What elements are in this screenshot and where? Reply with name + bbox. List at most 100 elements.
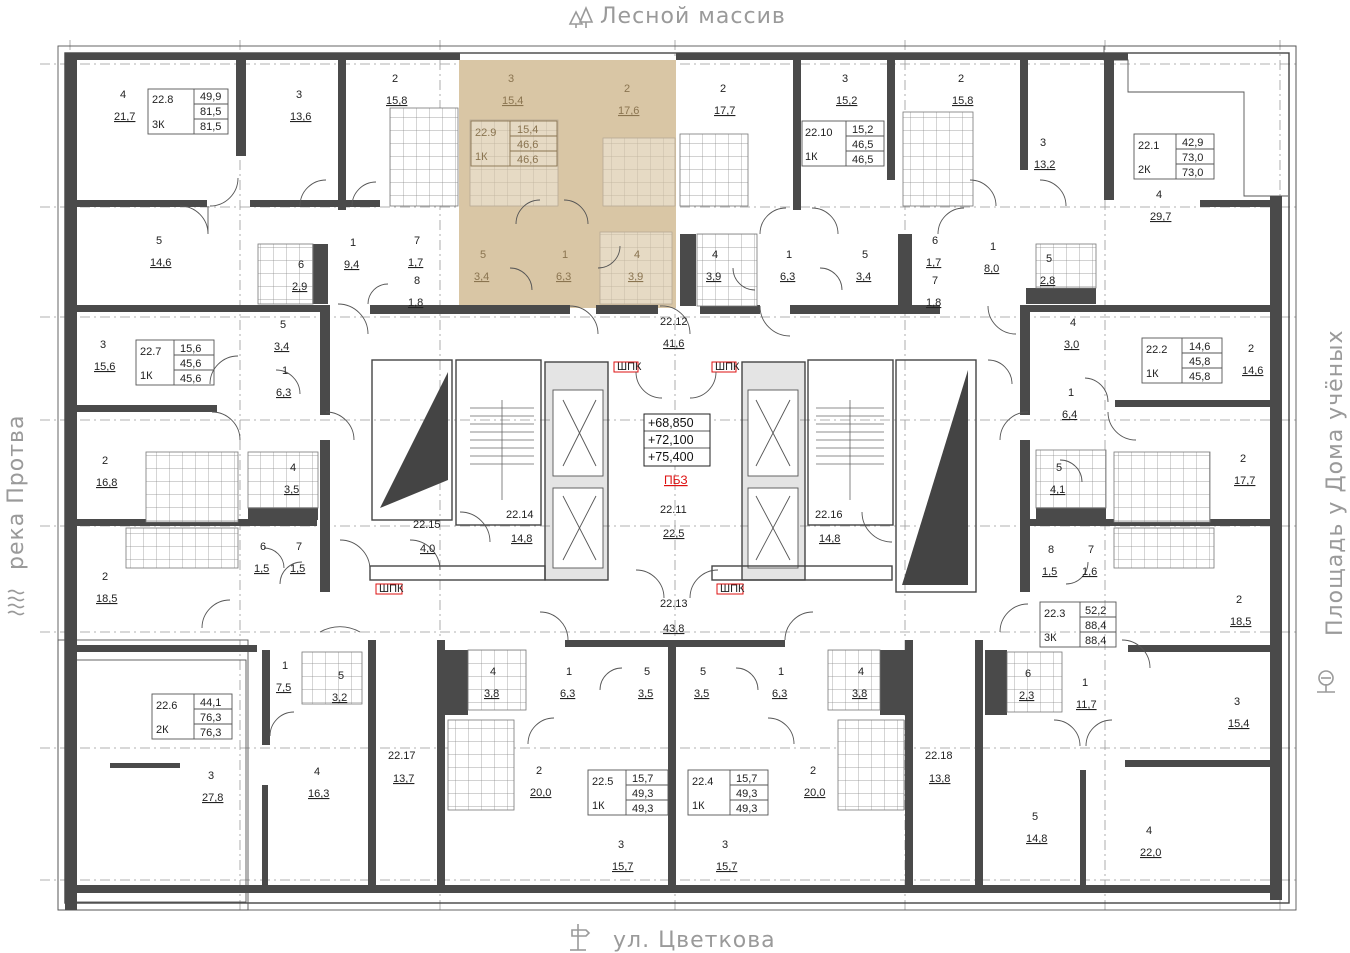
apt-living: 15,6 xyxy=(180,343,201,355)
corridor-north-area: 41,6 xyxy=(663,338,684,350)
apt-box-22-10[interactable]: 22.10 1К 15,2 46,5 46,5 xyxy=(801,120,885,167)
shk-label-4: ШПК xyxy=(720,583,745,595)
room-22-17-id: 22.17 xyxy=(388,750,416,762)
room-number: 4 xyxy=(290,462,296,474)
apt-id: 22.3 xyxy=(1044,608,1065,620)
north-label-text: Лесной массив xyxy=(600,4,786,29)
apt-id: 22.6 xyxy=(156,700,177,712)
room-area: 3,4 xyxy=(474,271,489,283)
shk-label-3: ШПК xyxy=(379,583,404,595)
room-number: 6 xyxy=(298,259,304,271)
apt-box-22-4[interactable]: 22.4 1К 15,7 49,3 49,3 xyxy=(687,769,769,816)
elevation-1: +68,850 xyxy=(648,416,694,430)
room-number: 5 xyxy=(644,666,650,678)
room-22-18-id: 22.18 xyxy=(925,750,953,762)
south-label: ул. Цветкова xyxy=(570,924,775,953)
room-number: 4 xyxy=(1070,317,1076,329)
apt-type: 2К xyxy=(1138,164,1151,176)
apt-total: 76,3 xyxy=(200,712,221,724)
apt-box-22-1[interactable]: 22.1 2К 42,9 73,0 73,0 xyxy=(1133,133,1215,180)
apt-type: 1К xyxy=(592,800,605,812)
apt-total: 88,4 xyxy=(1085,620,1106,632)
room-number: 2 xyxy=(1236,594,1242,606)
room-area: 16,3 xyxy=(308,788,329,800)
room-area: 13,6 xyxy=(290,111,311,123)
room-area: 1,8 xyxy=(926,297,941,309)
apt-type: 2К xyxy=(156,724,169,736)
room-area: 15,2 xyxy=(836,95,857,107)
room-number: 4 xyxy=(490,666,496,678)
apt-box-22-7[interactable]: 22.7 1К 15,6 45,6 45,6 xyxy=(135,339,215,386)
doors xyxy=(179,177,1151,747)
room-number: 3 xyxy=(296,89,302,101)
room-number: 2 xyxy=(1240,453,1246,465)
east-label: Площадь у Дома учёных xyxy=(1317,330,1348,693)
room-number: 7 xyxy=(296,541,302,553)
signpost-icon xyxy=(570,924,591,951)
room-area: 6,4 xyxy=(1062,409,1077,421)
room-area: 29,7 xyxy=(1150,211,1171,223)
apt-id: 22.9 xyxy=(475,127,496,139)
apt-total: 46,5 xyxy=(852,139,873,151)
apt-box-22-5[interactable]: 22.5 1К 15,7 49,3 49,3 xyxy=(587,769,669,816)
room-area: 20,0 xyxy=(530,787,551,799)
room-number: 1 xyxy=(562,249,568,261)
apt-living: 14,6 xyxy=(1189,341,1210,353)
apt-total2: 45,8 xyxy=(1189,371,1210,383)
room-number: 6 xyxy=(932,235,938,247)
hall-area: 22,5 xyxy=(663,528,684,540)
room-area: 1,8 xyxy=(408,297,423,309)
square-icon xyxy=(1317,670,1335,693)
apt-total2: 73,0 xyxy=(1182,167,1203,179)
room-number: 3 xyxy=(100,339,106,351)
core: ШПК ШПК ШПК ШПК +68,850 +72,100 +75,400 … xyxy=(369,359,977,595)
apt-box-22-8[interactable]: 22.8 3К 49,9 81,5 81,5 xyxy=(147,88,229,135)
room-area: 3,8 xyxy=(852,688,867,700)
room-number: 7 xyxy=(1088,544,1094,556)
room-number: 2 xyxy=(624,83,630,95)
room-area: 1,5 xyxy=(1042,566,1057,578)
room-number: 7 xyxy=(932,275,938,287)
apt-type: 1К xyxy=(475,151,488,163)
room-area: 8,0 xyxy=(984,263,999,275)
room-area: 6,3 xyxy=(772,688,787,700)
room-area: 16,8 xyxy=(96,477,117,489)
room-number: 8 xyxy=(1048,544,1054,556)
vestibule-id: 22.15 xyxy=(413,519,441,531)
apt-total2: 45,6 xyxy=(180,373,201,385)
room-number: 1 xyxy=(1082,677,1088,689)
room-number: 1 xyxy=(1068,387,1074,399)
apt-type: 1К xyxy=(140,370,153,382)
room-number: 4 xyxy=(712,249,718,261)
corridor-north-id: 22.12 xyxy=(660,316,688,328)
apt-box-22-6[interactable]: 22.6 2К 44,1 76,3 76,3 xyxy=(151,693,233,740)
room-area: 1,5 xyxy=(254,563,269,575)
room-area: 1,7 xyxy=(408,257,423,269)
apt-living: 42,9 xyxy=(1182,137,1203,149)
room-number: 1 xyxy=(282,365,288,377)
stair-left-id: 22.14 xyxy=(506,509,534,521)
apt-type: 3К xyxy=(152,119,165,131)
apt-id: 22.2 xyxy=(1146,344,1167,356)
room-area: 3,0 xyxy=(1064,339,1079,351)
room-number: 5 xyxy=(156,235,162,247)
apt-box-22-2[interactable]: 22.2 1К 14,6 45,8 45,8 xyxy=(1141,337,1223,384)
room-area: 3,9 xyxy=(628,271,643,283)
room-number: 5 xyxy=(700,666,706,678)
room-number: 5 xyxy=(862,249,868,261)
apt-box-22-3[interactable]: 22.3 3К 52,2 88,4 88,4 xyxy=(1039,601,1117,648)
room-area: 13,2 xyxy=(1034,159,1055,171)
room-number: 1 xyxy=(990,241,996,253)
room-area: 15,7 xyxy=(612,861,633,873)
room-area: 6,3 xyxy=(560,688,575,700)
room-area: 15,4 xyxy=(502,95,523,107)
elevator-right xyxy=(741,361,806,581)
stair-left-area: 14,8 xyxy=(511,533,532,545)
elevator-left xyxy=(544,361,609,581)
apt-type: 3К xyxy=(1044,632,1057,644)
apt-box-22-9[interactable]: 22.9 1К 15,4 46,6 46,6 xyxy=(470,120,558,167)
apt-total: 49,3 xyxy=(736,788,757,800)
room-area: 2,3 xyxy=(1019,690,1034,702)
room-number: 3 xyxy=(842,73,848,85)
apt-total: 81,5 xyxy=(200,106,221,118)
